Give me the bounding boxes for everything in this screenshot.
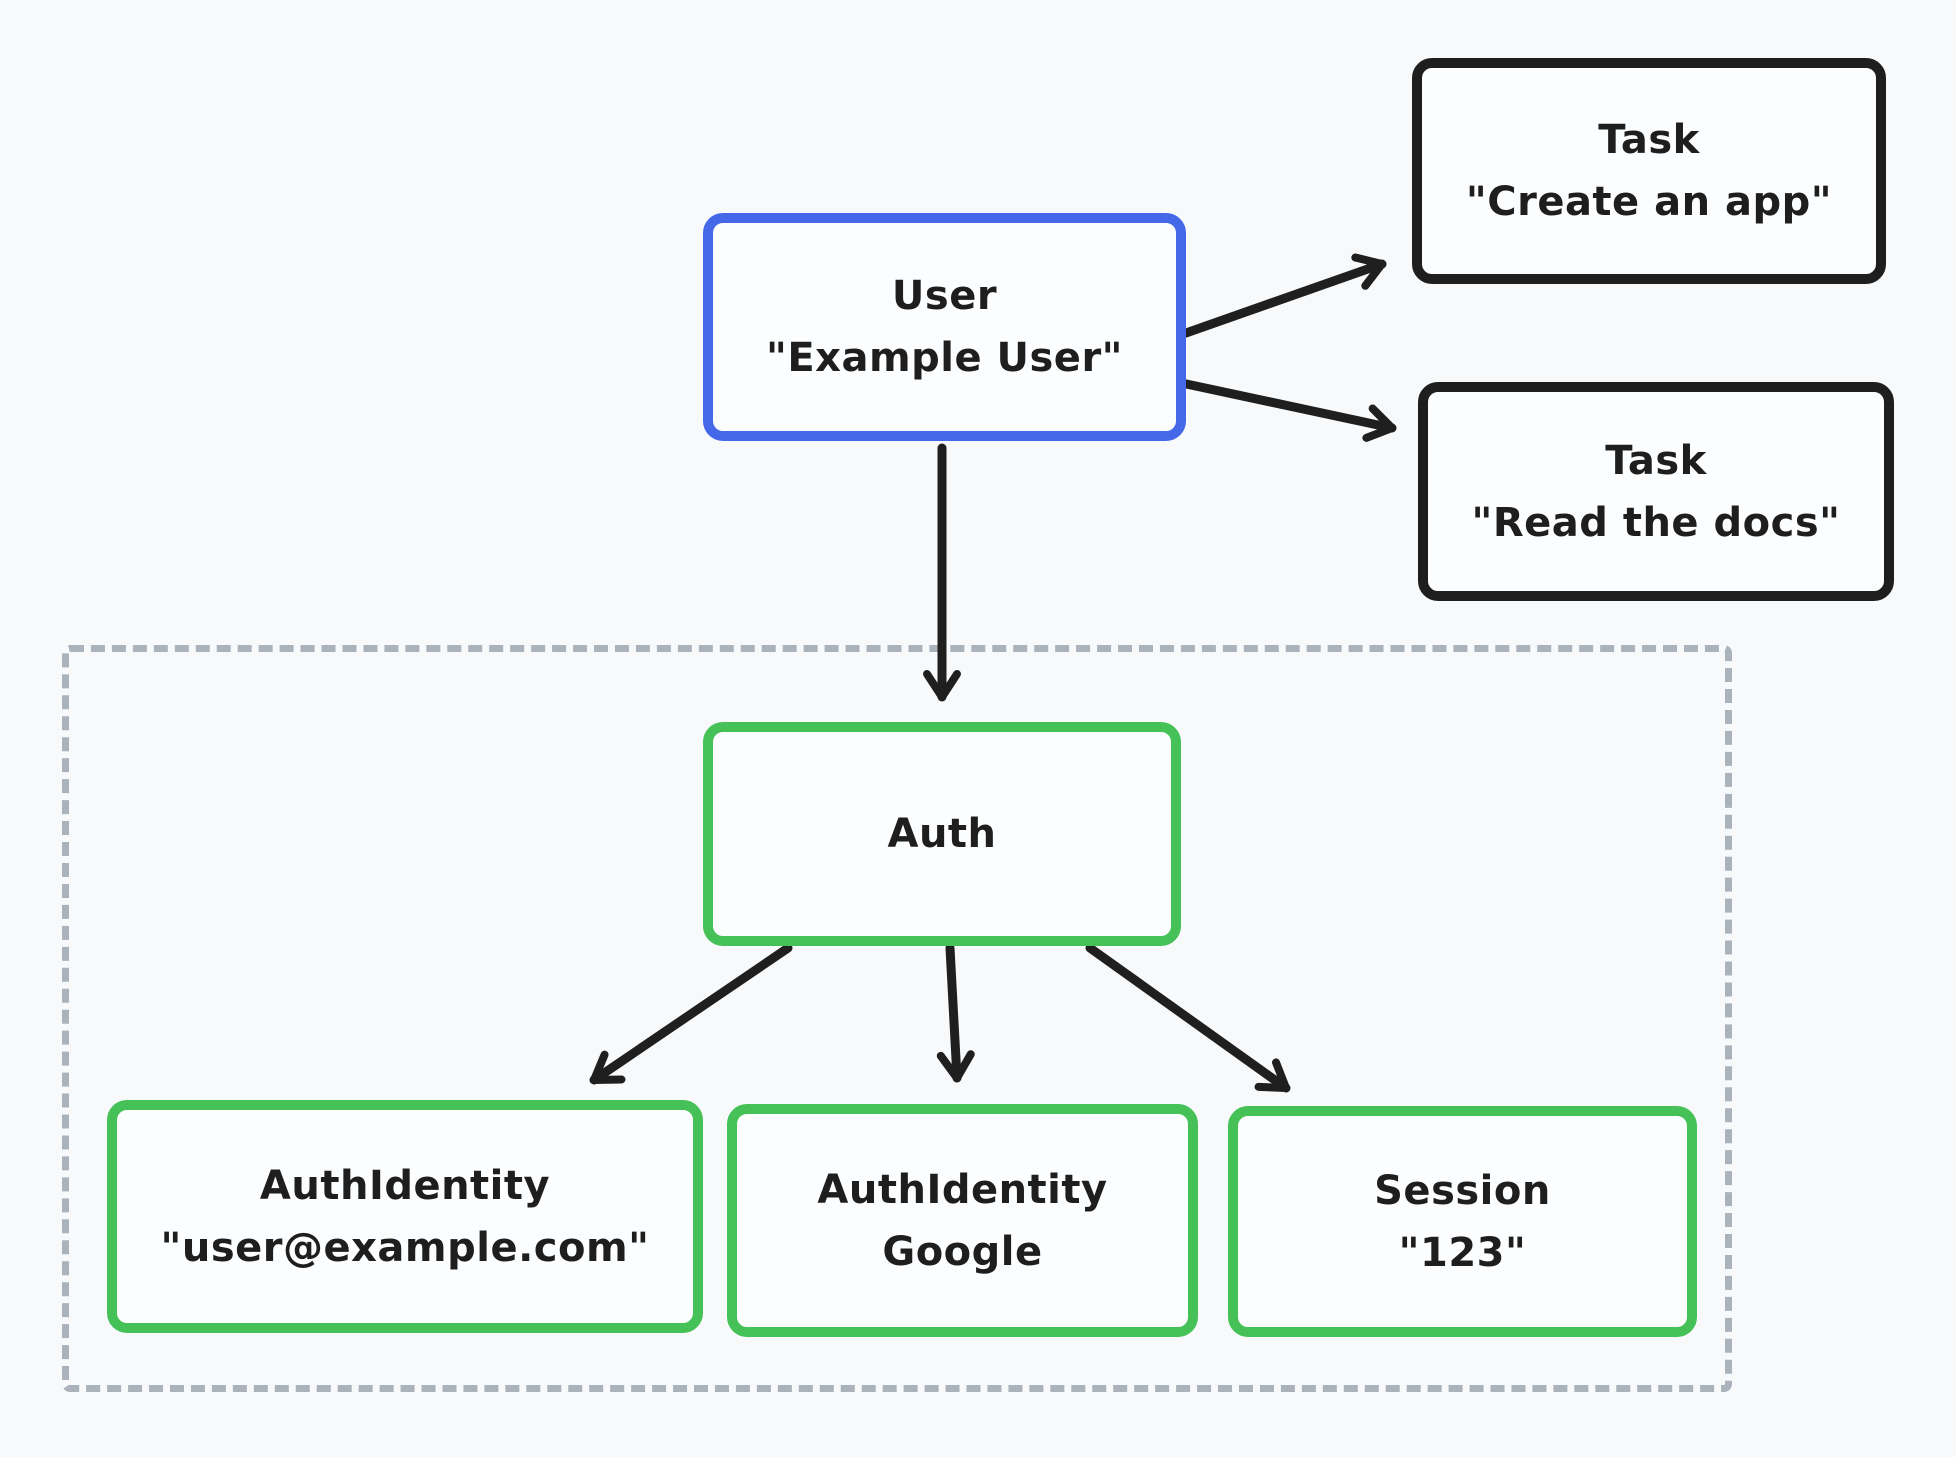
node-task-read-the-docs: Task "Read the docs" xyxy=(1418,382,1894,601)
node-identity-google-subtitle: Google xyxy=(882,1228,1043,1275)
node-user-subtitle: "Example User" xyxy=(765,335,1124,381)
node-auth-identity-google: AuthIdentity Google xyxy=(727,1104,1198,1337)
node-identity-email-subtitle: "user@example.com" xyxy=(160,1224,650,1271)
node-task-create-an-app: Task "Create an app" xyxy=(1412,58,1886,284)
node-identity-google-title: AuthIdentity xyxy=(817,1166,1108,1213)
node-user: User "Example User" xyxy=(703,213,1186,441)
arrow-user-to-task-create xyxy=(1181,253,1387,338)
auth-group-container xyxy=(62,645,1732,1392)
node-identity-email-title: AuthIdentity xyxy=(259,1162,551,1209)
node-session: Session "123" xyxy=(1228,1106,1697,1337)
node-auth: Auth xyxy=(703,722,1181,946)
node-task-create-subtitle: "Create an app" xyxy=(1465,179,1833,225)
node-auth-title: Auth xyxy=(887,811,997,857)
node-user-title: User xyxy=(891,273,998,319)
node-task-create-title: Task xyxy=(1598,117,1700,163)
node-session-title: Session xyxy=(1374,1167,1551,1214)
arrow-user-to-task-read xyxy=(1172,377,1397,442)
node-auth-identity-email: AuthIdentity "user@example.com" xyxy=(107,1100,703,1333)
node-task-read-subtitle: "Read the docs" xyxy=(1471,499,1841,546)
node-task-read-title: Task xyxy=(1605,437,1707,484)
node-session-subtitle: "123" xyxy=(1398,1229,1527,1276)
